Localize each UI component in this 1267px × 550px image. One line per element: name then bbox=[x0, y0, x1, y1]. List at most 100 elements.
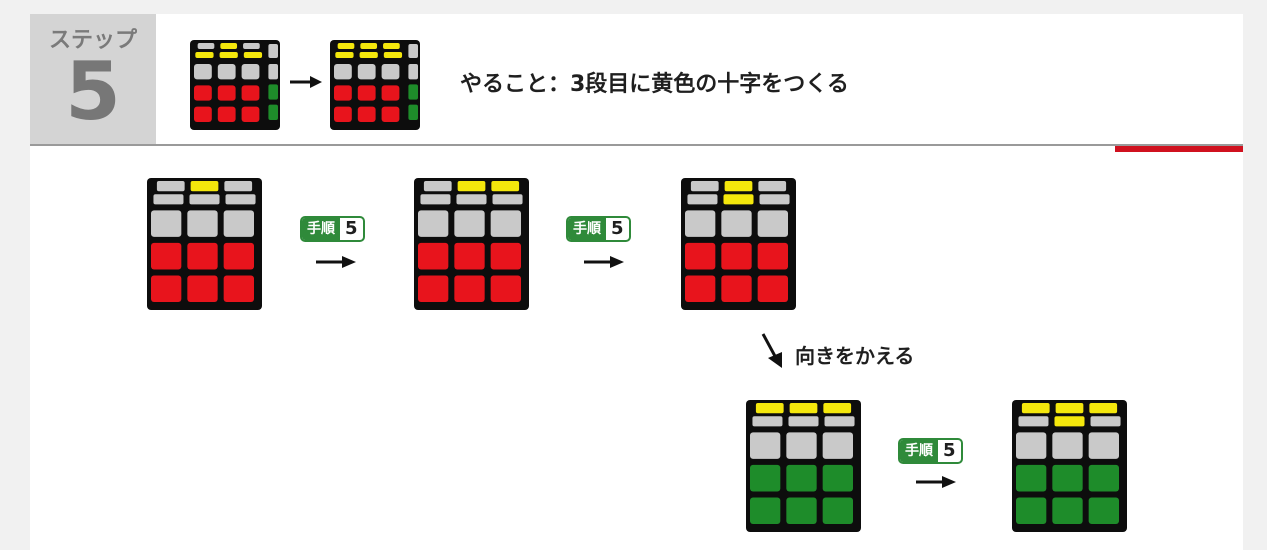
top-sticker bbox=[156, 181, 185, 192]
top-sticker bbox=[423, 181, 452, 192]
front-sticker bbox=[418, 242, 449, 270]
front-sticker bbox=[1088, 432, 1119, 459]
front-sticker bbox=[757, 275, 788, 302]
top-sticker bbox=[788, 416, 819, 427]
top-sticker bbox=[687, 194, 718, 205]
front-sticker bbox=[490, 242, 521, 270]
front-sticker bbox=[786, 464, 817, 492]
top-sticker bbox=[755, 403, 784, 414]
front-sticker bbox=[750, 432, 781, 459]
step-label: ステップ bbox=[48, 28, 137, 53]
top-sticker bbox=[189, 194, 220, 205]
front-sticker bbox=[757, 242, 788, 270]
top-sticker bbox=[1054, 416, 1085, 427]
top-sticker bbox=[1090, 416, 1121, 427]
front-sticker bbox=[334, 106, 352, 122]
top-sticker bbox=[220, 43, 238, 49]
top-sticker bbox=[823, 403, 852, 414]
top-sticker bbox=[752, 416, 783, 427]
front-sticker bbox=[1016, 432, 1047, 459]
front-sticker bbox=[223, 242, 254, 270]
top-sticker bbox=[724, 181, 753, 192]
top-sticker bbox=[359, 52, 378, 58]
front-sticker bbox=[381, 64, 400, 80]
front-sticker bbox=[223, 210, 254, 237]
step-number: 5 bbox=[65, 45, 121, 138]
top-sticker bbox=[824, 416, 855, 427]
task-description: やること：3段目に黄色の十字をつくる bbox=[460, 72, 849, 97]
top-sticker bbox=[383, 43, 400, 49]
badge-number: 5 bbox=[345, 218, 358, 239]
step-badge-1: 手順 5 bbox=[300, 216, 365, 242]
header-divider bbox=[30, 144, 1243, 146]
top-sticker bbox=[723, 194, 754, 205]
side-sticker bbox=[408, 84, 418, 100]
top-sticker bbox=[457, 181, 486, 192]
front-sticker bbox=[1016, 497, 1047, 524]
front-sticker bbox=[454, 210, 485, 237]
front-sticker bbox=[750, 464, 781, 492]
top-sticker bbox=[1021, 403, 1050, 414]
front-sticker bbox=[194, 85, 212, 101]
front-sticker bbox=[187, 210, 218, 237]
top-sticker bbox=[383, 52, 403, 58]
step-badge-2: 手順 5 bbox=[566, 216, 631, 242]
front-sticker bbox=[334, 85, 352, 101]
arrow-right-icon bbox=[584, 256, 624, 268]
front-sticker bbox=[151, 242, 182, 270]
arrow-right-icon bbox=[290, 76, 322, 88]
front-sticker bbox=[721, 210, 752, 237]
rotate-instruction: 向きをかえる bbox=[795, 344, 915, 368]
front-sticker bbox=[381, 85, 400, 101]
side-sticker bbox=[268, 84, 278, 100]
top-sticker bbox=[1089, 403, 1118, 414]
top-sticker bbox=[789, 403, 818, 414]
front-sticker bbox=[357, 85, 376, 101]
front-sticker bbox=[381, 106, 400, 122]
front-sticker bbox=[187, 275, 218, 302]
top-sticker bbox=[420, 194, 451, 205]
badge-label: 手順 bbox=[302, 218, 340, 240]
front-sticker bbox=[151, 210, 182, 237]
top-sticker bbox=[243, 43, 260, 49]
top-sticker bbox=[243, 52, 263, 58]
front-sticker bbox=[357, 106, 376, 122]
front-sticker bbox=[786, 432, 817, 459]
sequence-cube-2 bbox=[414, 178, 529, 310]
front-sticker bbox=[1088, 497, 1119, 524]
front-sticker bbox=[757, 210, 788, 237]
front-sticker bbox=[151, 275, 182, 302]
front-sticker bbox=[194, 106, 212, 122]
top-sticker bbox=[219, 52, 238, 58]
front-sticker bbox=[454, 242, 485, 270]
front-sticker bbox=[194, 64, 212, 80]
sequence-cube-5 bbox=[1012, 400, 1127, 532]
badge-label: 手順 bbox=[900, 440, 938, 462]
front-sticker bbox=[721, 242, 752, 270]
front-sticker bbox=[187, 242, 218, 270]
sequence-cube-3 bbox=[681, 178, 796, 310]
front-sticker bbox=[357, 64, 376, 80]
sequence-cube-1 bbox=[147, 178, 262, 310]
top-sticker bbox=[1055, 403, 1084, 414]
front-sticker bbox=[822, 497, 853, 524]
front-sticker bbox=[217, 64, 236, 80]
front-sticker bbox=[418, 210, 449, 237]
front-sticker bbox=[721, 275, 752, 302]
front-sticker bbox=[217, 85, 236, 101]
front-sticker bbox=[418, 275, 449, 302]
side-sticker bbox=[408, 64, 418, 80]
front-sticker bbox=[241, 106, 260, 122]
top-sticker bbox=[153, 194, 184, 205]
header-cube-after bbox=[330, 40, 420, 130]
top-sticker bbox=[197, 43, 215, 49]
top-sticker bbox=[492, 194, 523, 205]
front-sticker bbox=[685, 275, 716, 302]
accent-bar bbox=[1115, 146, 1243, 152]
top-sticker bbox=[225, 194, 256, 205]
top-sticker bbox=[759, 194, 790, 205]
front-sticker bbox=[241, 64, 260, 80]
top-sticker bbox=[491, 181, 520, 192]
top-sticker bbox=[335, 52, 354, 58]
top-sticker bbox=[1018, 416, 1049, 427]
